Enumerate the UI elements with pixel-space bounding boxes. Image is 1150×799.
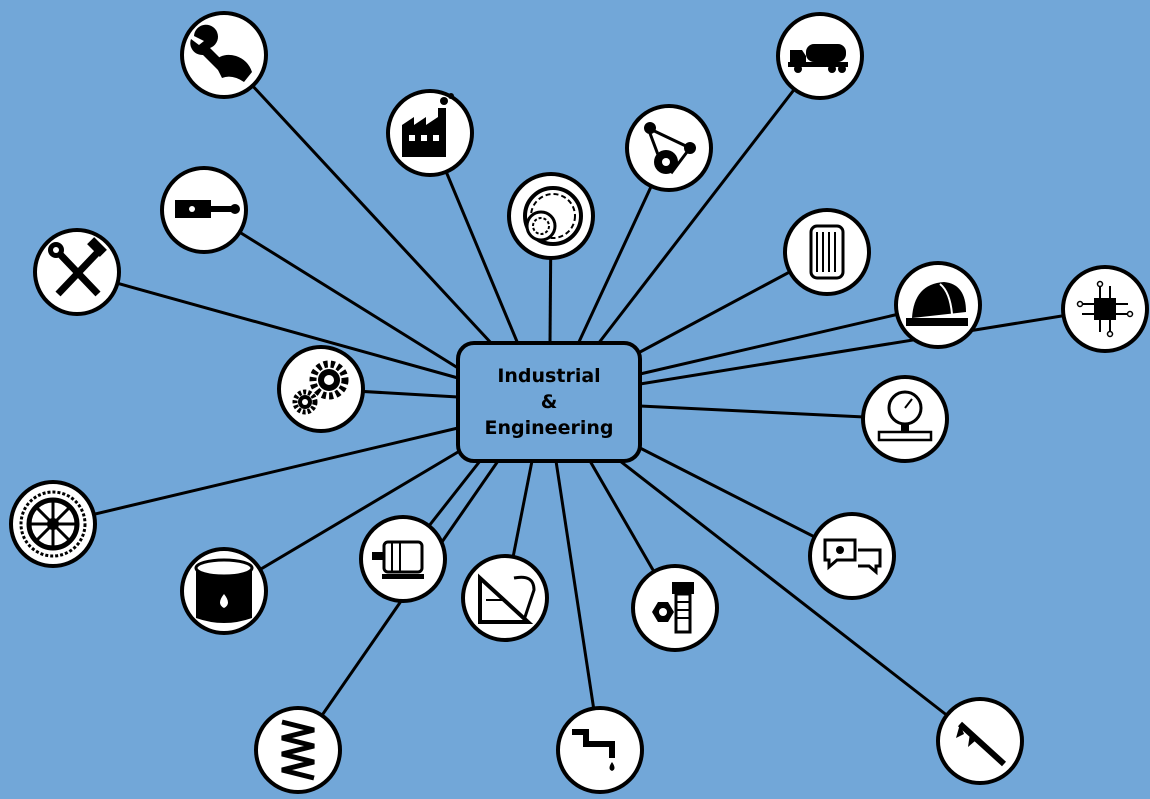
hub-box xyxy=(456,341,642,463)
connector-line-pipe-leak xyxy=(554,460,602,751)
wrench-handshake-icon xyxy=(180,11,268,99)
ball-bearing-icon xyxy=(507,172,595,260)
connector-line-sprocket-chain xyxy=(52,426,459,526)
connector-line-wrench-hammer xyxy=(76,270,459,380)
oil-barrel-icon xyxy=(180,547,268,635)
fuel-truck-icon xyxy=(776,12,864,100)
factory-icon xyxy=(386,89,474,177)
connector-line-wrench-handshake xyxy=(222,53,494,346)
hydraulic-cylinder-icon xyxy=(160,166,248,254)
connector-line-caliper xyxy=(619,459,981,743)
coil-spring-icon xyxy=(254,706,342,794)
connector-line-fuel-truck xyxy=(596,55,822,345)
pressure-gauge-icon xyxy=(861,375,949,463)
wrench-hammer-icon xyxy=(33,228,121,316)
electric-motor-icon xyxy=(359,515,447,603)
bolt-nut-icon xyxy=(631,564,719,652)
filter-cartridge-icon xyxy=(783,208,871,296)
circuit-chip-icon xyxy=(1061,265,1149,353)
drafting-square-icon xyxy=(461,554,549,642)
engineering-chat-icon xyxy=(808,512,896,600)
belt-pulley-icon xyxy=(625,104,713,192)
connector-line-hard-hat xyxy=(639,303,939,376)
pipe-leak-icon xyxy=(556,706,644,794)
connector-line-circuit-chip xyxy=(639,307,1106,386)
connector-line-oil-barrel xyxy=(223,450,459,593)
hard-hat-icon xyxy=(894,261,982,349)
caliper-icon xyxy=(936,697,1024,785)
gears-icon xyxy=(277,345,365,433)
connector-line-hydraulic-cylinder xyxy=(203,208,459,370)
connector-line-coil-spring xyxy=(296,460,500,751)
sprocket-chain-icon xyxy=(9,480,97,568)
connector-line-pressure-gauge xyxy=(639,404,906,421)
